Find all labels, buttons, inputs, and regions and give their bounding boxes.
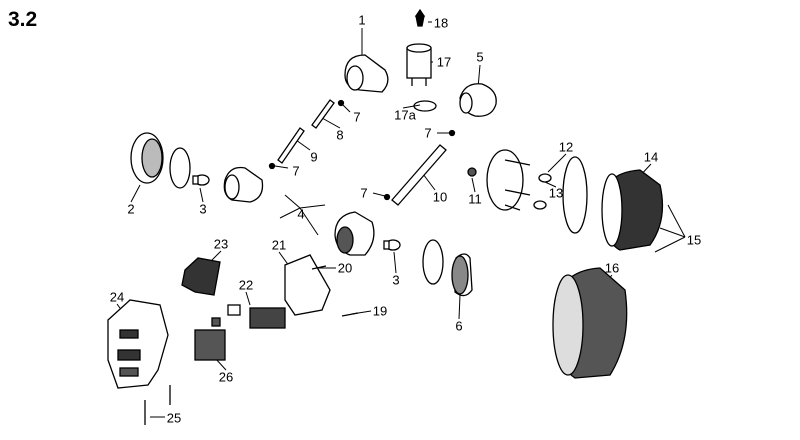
part-3-bulb: [192, 174, 401, 251]
part-24-switch-housing: [107, 299, 169, 389]
part-6-lens: [422, 239, 473, 297]
part-10-bracket: [391, 144, 447, 206]
part-5-cap: [459, 83, 497, 117]
part-16-large-cover: [552, 267, 628, 379]
label-part-1: 1: [358, 12, 366, 28]
label-part-7: 7: [360, 185, 368, 201]
label-part-25: 25: [166, 410, 182, 426]
label-part-22: 22: [238, 277, 254, 293]
label-part-3: 3: [199, 201, 207, 217]
part-11-nut: [467, 167, 477, 177]
label-part-2: 2: [127, 201, 135, 217]
label-part-5: 5: [476, 49, 484, 65]
figure-number: 3.2: [8, 8, 38, 31]
label-part-3: 3: [392, 272, 400, 288]
label-part-16: 16: [604, 260, 620, 276]
part-17-relay: [406, 43, 432, 86]
part-2-bezel: [130, 132, 191, 189]
lamp-base-plate: [486, 149, 588, 234]
label-part-20: 20: [337, 260, 353, 276]
part-17a-ring: [413, 100, 437, 112]
part-22-connector: [211, 304, 286, 329]
label-part-8: 8: [336, 127, 344, 143]
label-part-19: 19: [372, 303, 388, 319]
part-26-block: [194, 329, 226, 361]
label-part-26: 26: [218, 369, 234, 385]
label-part-13: 13: [548, 185, 564, 201]
label-part-7: 7: [292, 163, 300, 179]
label-part-7: 7: [424, 125, 432, 141]
label-part-12: 12: [558, 139, 574, 155]
lamp-housing: [223, 166, 264, 203]
part-20-screw: [311, 265, 327, 270]
label-part-7: 7: [353, 109, 361, 125]
part-19-screw: [341, 312, 359, 317]
label-part-15: 15: [686, 232, 702, 248]
label-part-6: 6: [455, 318, 463, 334]
label-part-24: 24: [109, 289, 125, 305]
label-part-4: 4: [297, 206, 305, 222]
label-part-18: 18: [433, 15, 449, 31]
label-part-14: 14: [643, 149, 659, 165]
label-part-10: 10: [432, 189, 448, 205]
part-9-bracket: [277, 127, 305, 164]
part-14-cover: [601, 169, 664, 251]
part-1-housing: [344, 54, 389, 93]
part-21-bracket: [284, 254, 331, 316]
label-part-9: 9: [310, 149, 318, 165]
part-8-bracket: [311, 99, 335, 129]
label-part-11: 11: [468, 191, 482, 207]
part-23-switch: [181, 257, 221, 296]
lamp-housing-2: [334, 211, 375, 256]
label-part-17a: 17a: [394, 107, 416, 123]
label-part-17: 17: [436, 54, 452, 70]
part-7-screws: [268, 99, 456, 201]
label-part-23: 23: [213, 236, 229, 252]
part-18-bulb: [414, 8, 426, 27]
label-part-21: 21: [271, 237, 287, 253]
